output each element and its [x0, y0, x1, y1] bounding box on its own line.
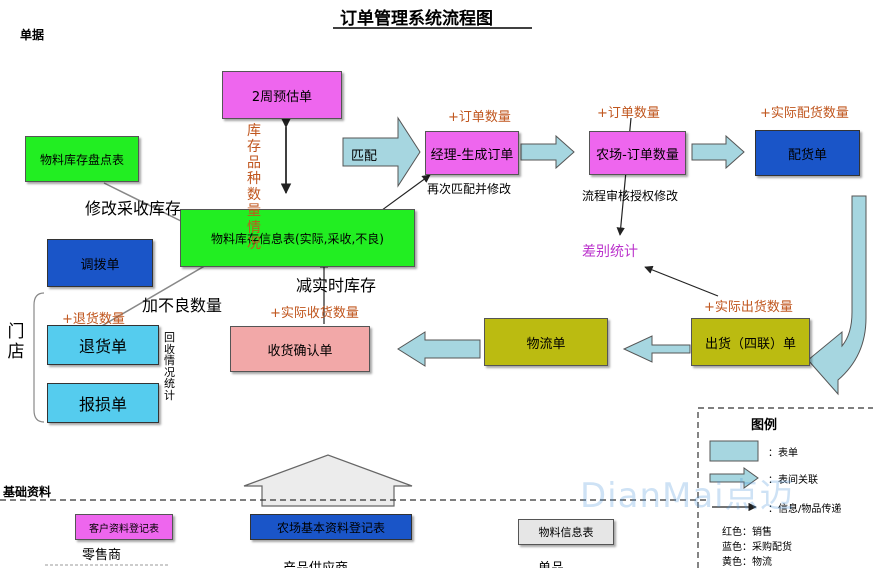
- add-return-qty-label: +退货数量: [62, 312, 125, 327]
- legend-border: [697, 407, 873, 568]
- approval-label: 流程审核授权修改: [582, 189, 679, 203]
- add-actual-receipt-label: +实际收货数量: [270, 306, 359, 321]
- rematch-label: 再次匹配并修改: [427, 182, 512, 196]
- manager-order-box[interactable]: 经理-生成订单: [425, 131, 519, 175]
- allocation-box[interactable]: 配货单: [755, 130, 860, 176]
- page-title: 订单管理系统流程图: [340, 9, 493, 29]
- legend-blue-text: 蓝色：采购配货: [722, 542, 792, 553]
- add-defect-label: 加不良数量: [142, 296, 223, 315]
- ship-to-logistics-arrow: [622, 335, 691, 363]
- add-order-qty-label-1: +订单数量: [448, 110, 511, 125]
- forecast-box[interactable]: 2周预估单: [222, 71, 342, 119]
- base-data-up-arrow: [243, 454, 413, 507]
- diff-stats-label: 差别统计: [582, 244, 638, 260]
- farm-to-alloc-arrow: [691, 134, 745, 170]
- legend-relation-sample: [709, 467, 759, 489]
- legend-relation-text: ：表间关联: [768, 475, 818, 486]
- inventory-check-box[interactable]: 物料库存盘点表: [25, 136, 139, 182]
- add-actual-alloc-label: +实际配货数量: [760, 106, 849, 121]
- section-base-label: 基础资料: [3, 485, 52, 499]
- supplier-cut-label: 产品供应商: [283, 557, 348, 568]
- match-label: 匹配: [351, 149, 378, 164]
- inventory-info-box[interactable]: 物料库存信息表(实际,采收,不良): [180, 209, 415, 267]
- farm-order-box[interactable]: 农场-订单数量: [589, 131, 686, 175]
- transfer-box[interactable]: 调拨单: [47, 239, 153, 287]
- section-docs-label: 单据: [20, 28, 45, 42]
- legend-title: 图例: [751, 418, 778, 433]
- farm-reg-box[interactable]: 农场基本资料登记表: [250, 514, 412, 540]
- customer-reg-box[interactable]: 客户资料登记表: [75, 514, 173, 540]
- receipt-box[interactable]: 收货确认单: [230, 326, 370, 372]
- manager-to-farm-arrow: [520, 134, 575, 170]
- legend-flow-text: ：信息/物品传递: [768, 504, 842, 515]
- recovery-stats-label: 回收情况统计: [164, 331, 175, 402]
- legend-red-text: 红色：销售: [722, 527, 772, 538]
- modify-stock-label: 修改采收库存: [85, 199, 182, 218]
- logistics-to-receipt-arrow: [397, 331, 481, 367]
- retailer-label: 零售商: [82, 548, 122, 563]
- legend-form-text: ：表单: [768, 448, 798, 459]
- check-to-info-line: [103, 182, 186, 224]
- logistics-box[interactable]: 物流单: [484, 318, 608, 366]
- legend-form-sample: [709, 440, 759, 462]
- alloc-to-ship-curved-arrow: [807, 195, 867, 396]
- store-label: 门店: [7, 322, 25, 362]
- add-order-qty-label-2: +订单数量: [597, 106, 660, 121]
- damage-box[interactable]: 报损单: [47, 383, 159, 423]
- add-actual-ship-label: +实际出货数量: [704, 300, 793, 315]
- stock-info-vertical-label: 库存品种数量情况: [247, 123, 261, 252]
- legend-yellow-text: 黄色：物流: [722, 557, 772, 568]
- watermark: DianMai点迈: [580, 476, 795, 516]
- material-info-box[interactable]: 物料信息表: [518, 519, 614, 545]
- reduce-stock-label: 减实时库存: [296, 276, 377, 295]
- shipment-box[interactable]: 出货（四联）单: [691, 318, 810, 366]
- ship-to-diff-arrow: [644, 265, 719, 297]
- match-block-arrow: [342, 116, 421, 188]
- store-bracket: [33, 292, 45, 423]
- single-item-cut-label: 单品: [538, 557, 564, 568]
- return-box[interactable]: 退货单: [47, 325, 159, 365]
